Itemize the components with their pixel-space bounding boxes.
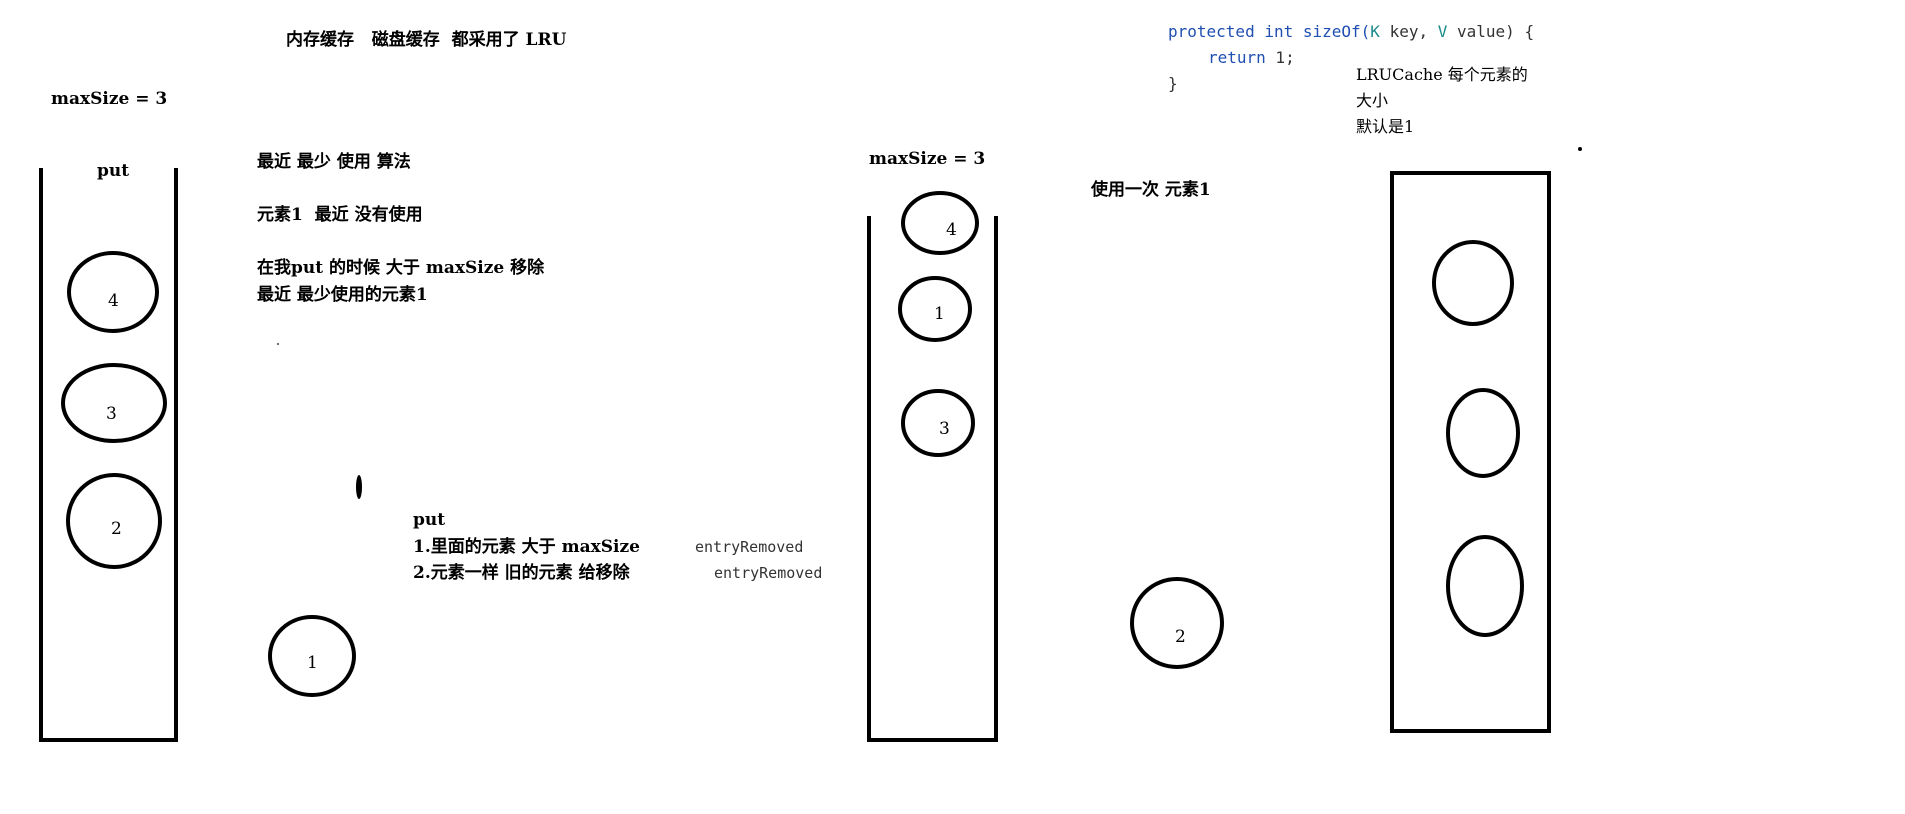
- code-return: return: [1208, 48, 1266, 67]
- code-keyword: protected int: [1168, 22, 1294, 41]
- note-line-2: 元素1 最近 没有使用: [257, 205, 423, 225]
- middle-stack-item-4: [901, 191, 979, 255]
- code-type-k: K: [1370, 22, 1380, 41]
- code-line-3: }: [1168, 74, 1178, 93]
- middle-stack-item-3: [901, 389, 975, 457]
- right-cache-box: [1390, 171, 1551, 733]
- left-stack-item-3: [61, 363, 167, 443]
- middle-stack-container: [867, 216, 998, 742]
- left-stack-item-4: [67, 251, 159, 333]
- code-line-2: return 1;: [1208, 46, 1295, 70]
- left-max-size: maxSize = 3: [51, 89, 168, 109]
- put-rule-2: 2.元素一样 旧的元素 给移除: [413, 563, 630, 583]
- code-note-line-1: LRUCache 每个元素的: [1356, 65, 1528, 84]
- right-slot-3: [1446, 535, 1524, 637]
- note-line-4: 最近 最少使用的元素1: [257, 285, 428, 305]
- put-rules-title: put: [413, 510, 446, 530]
- left-stack-container: [39, 168, 178, 742]
- used-once-note: 使用一次 元素1: [1091, 180, 1211, 200]
- code-type-v: V: [1437, 22, 1448, 41]
- code-note-line-2: 大小: [1356, 91, 1389, 110]
- right-slot-1: [1432, 240, 1514, 326]
- right-slot-2: [1446, 388, 1520, 478]
- left-stack-item-3-label: 3: [106, 404, 117, 424]
- middle-max-size: maxSize = 3: [869, 149, 986, 169]
- header-title: 内存缓存 磁盘缓存 都采用了 LRU: [286, 30, 567, 50]
- code-end: value) {: [1447, 22, 1535, 41]
- put-rule-2-callback: entryRemoved: [714, 564, 823, 582]
- put-rule-1-callback: entryRemoved: [695, 538, 804, 556]
- left-stack-item-2: [66, 473, 162, 569]
- middle-stack-item-1-label: 1: [934, 304, 945, 324]
- note-line-1: 最近 最少 使用 算法: [257, 152, 411, 172]
- code-mid: key,: [1379, 22, 1438, 41]
- left-stack-item-2-label: 2: [111, 519, 122, 539]
- left-outside-item-1: [268, 615, 356, 697]
- left-stack-item-4-label: 4: [108, 291, 119, 311]
- note-line-3: 在我put 的时候 大于 maxSize 移除: [257, 258, 545, 278]
- middle-outside-item-2: [1130, 577, 1224, 669]
- code-fn: sizeOf(: [1293, 22, 1371, 41]
- left-put-label: put: [97, 161, 130, 181]
- middle-stack-item-3-label: 3: [939, 419, 950, 439]
- tiny-dot: [277, 343, 279, 345]
- code-line-1: protected int sizeOf(K key, V value) {: [1168, 20, 1534, 44]
- put-rule-1: 1.里面的元素 大于 maxSize: [413, 537, 640, 557]
- left-outside-item-1-label: 1: [307, 653, 318, 673]
- tiny-dot-right: [1578, 147, 1582, 151]
- middle-outside-item-2-label: 2: [1175, 627, 1186, 647]
- code-return-value: 1;: [1265, 48, 1295, 67]
- middle-stack-item-4-label: 4: [946, 220, 957, 240]
- ink-mark: [356, 475, 362, 499]
- middle-stack-item-1: [898, 276, 972, 342]
- code-note-line-3: 默认是1: [1356, 117, 1415, 136]
